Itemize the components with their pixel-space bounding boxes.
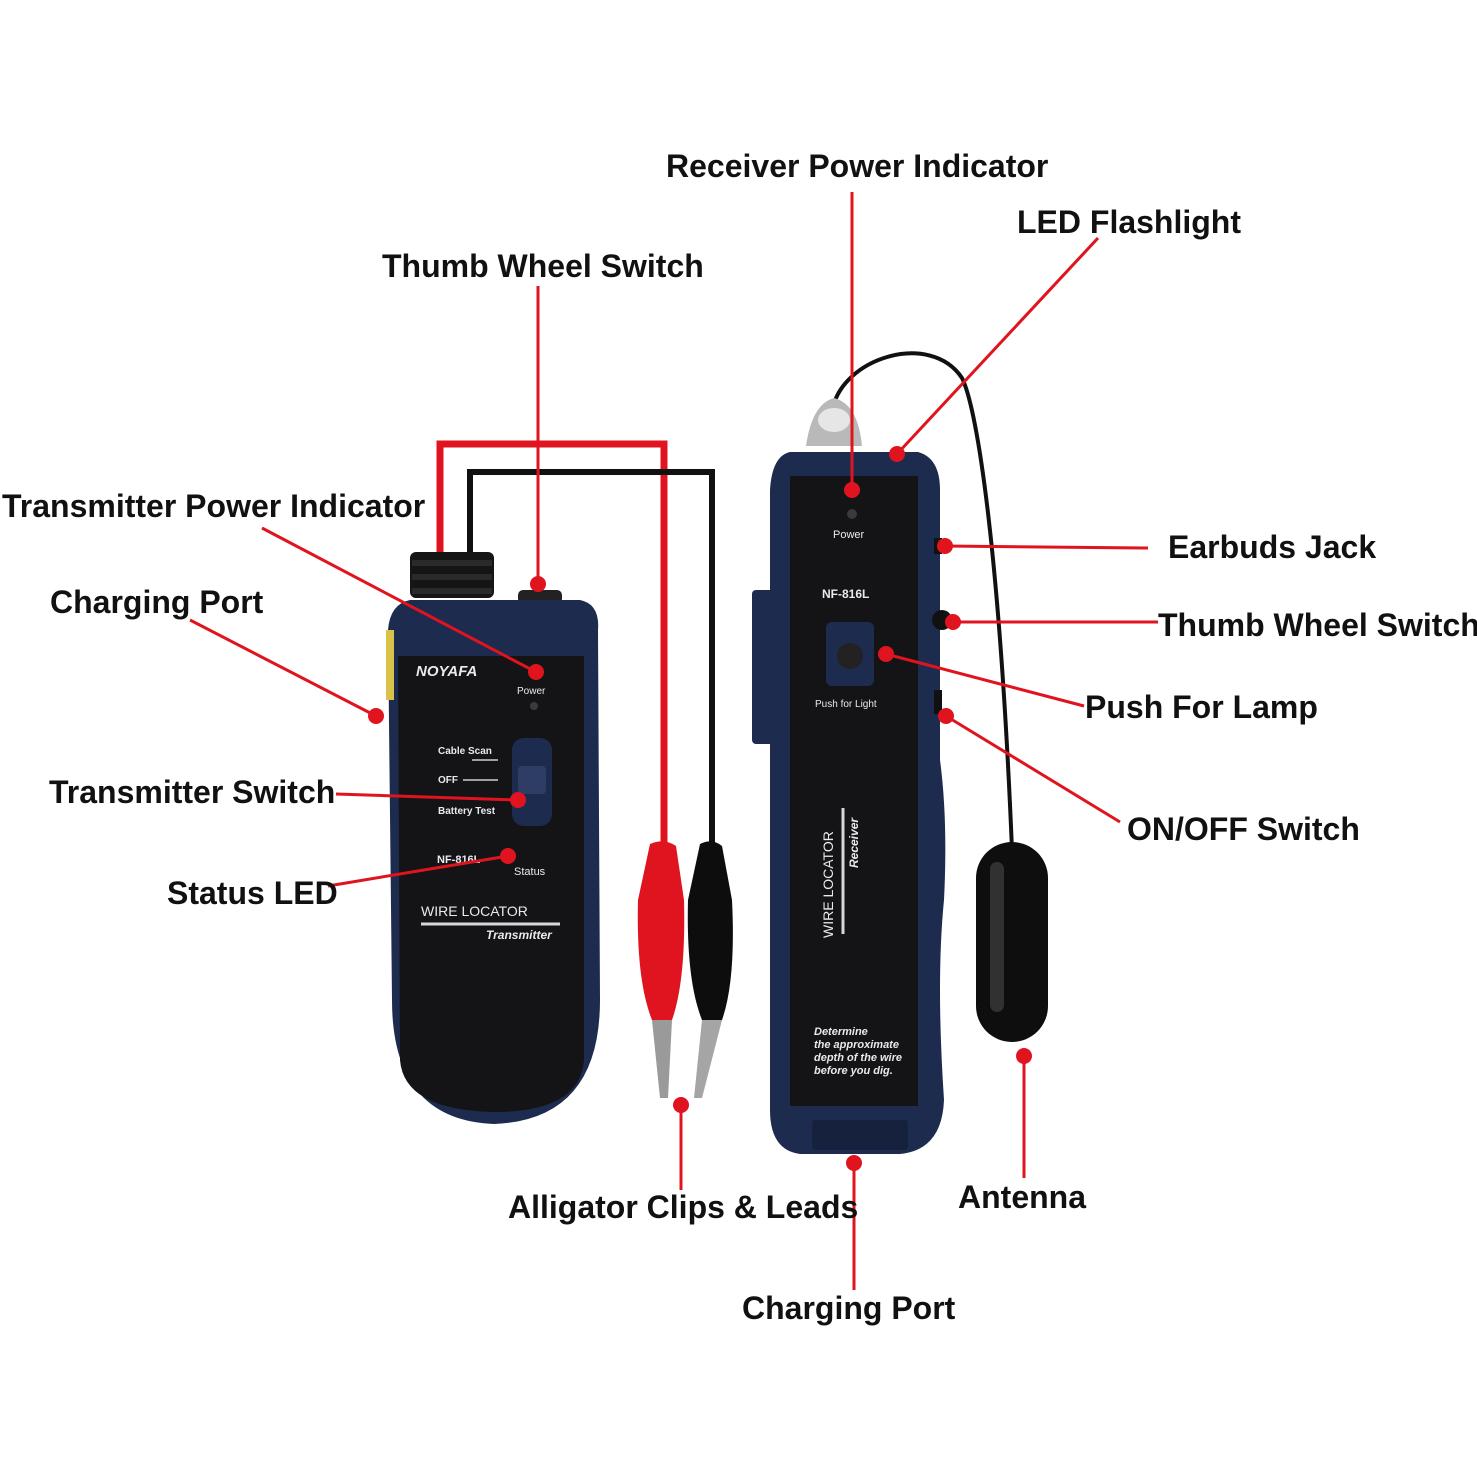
label-led-flashlight: LED Flashlight — [1017, 204, 1241, 240]
transmitter-subtitle: Transmitter — [486, 928, 553, 942]
label-on-off-switch: ON/OFF Switch — [1127, 811, 1360, 847]
test-leads — [436, 440, 715, 860]
label-charging-port-transmitter: Charging Port — [50, 584, 264, 620]
receiver-power-label: Power — [833, 529, 865, 541]
receiver-note-line-1: Determine — [814, 1026, 868, 1038]
label-status-led: Status LED — [167, 875, 338, 911]
switch-position-off: OFF — [438, 775, 458, 786]
label-receiver-power-indicator: Receiver Power Indicator — [666, 148, 1048, 184]
receiver-device: Power NF-816L Push for Light WIRE LOCATO… — [752, 398, 952, 1154]
receiver-subtitle: Receiver — [847, 817, 861, 868]
receiver-title: WIRE LOCATOR — [820, 831, 836, 938]
transmitter-power-label: Power — [517, 686, 546, 697]
label-transmitter-switch: Transmitter Switch — [49, 774, 335, 810]
callout-labels: Receiver Power Indicator LED Flashlight … — [2, 148, 1477, 1326]
transmitter-power-led — [530, 702, 538, 710]
label-antenna: Antenna — [958, 1179, 1086, 1215]
label-transmitter-power-indicator: Transmitter Power Indicator — [2, 488, 425, 524]
antenna — [830, 351, 1048, 1042]
receiver-note-line-3: depth of the wire — [814, 1052, 902, 1064]
transmitter-title: WIRE LOCATOR — [421, 903, 528, 919]
alligator-clips — [637, 841, 733, 1098]
label-earbuds-jack: Earbuds Jack — [1168, 529, 1376, 565]
switch-position-cable-scan: Cable Scan — [438, 746, 492, 757]
transmitter-status-label: Status — [514, 866, 546, 878]
switch-position-battery-test: Battery Test — [438, 806, 496, 817]
transmitter-device: NOYAFA Power Cable Scan OFF Battery Test… — [386, 552, 600, 1124]
label-charging-port-receiver: Charging Port — [742, 1290, 956, 1326]
receiver-model: NF-816L — [822, 587, 869, 601]
transmitter-brand: NOYAFA — [416, 663, 477, 680]
receiver-note-line-2: the approximate — [814, 1039, 899, 1051]
label-alligator-clips-leads: Alligator Clips & Leads — [508, 1189, 858, 1225]
leader-lines — [189, 192, 1158, 1290]
label-push-for-lamp: Push For Lamp — [1085, 689, 1318, 725]
receiver-power-led — [847, 509, 857, 519]
receiver-note-line-4: before you dig. — [814, 1065, 893, 1077]
receiver-button-label: Push for Light — [815, 699, 877, 710]
label-thumb-wheel-switch-receiver: Thumb Wheel Switch — [1158, 607, 1477, 643]
label-thumb-wheel-switch-transmitter: Thumb Wheel Switch — [382, 248, 704, 284]
